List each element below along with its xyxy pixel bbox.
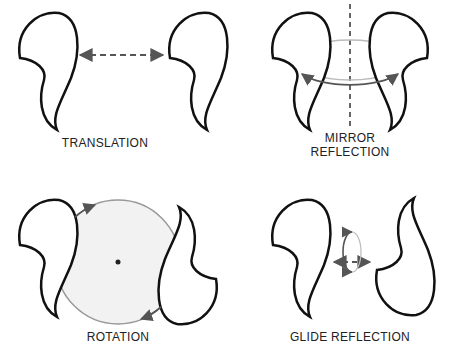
operation-label: TRANSLATION <box>30 136 180 150</box>
mirror-line <box>349 4 351 126</box>
translation-figure <box>19 13 227 130</box>
mirror-arc-arrow <box>302 74 398 85</box>
glide-arrow <box>334 261 370 263</box>
caption-label-box: MIRROR REFLECTION <box>302 131 398 159</box>
operation-label: MIRROR REFLECTION <box>302 131 398 159</box>
caption-label-box: ROTATION <box>43 330 193 344</box>
rotation-figure <box>19 200 216 325</box>
rotation-center <box>116 260 121 265</box>
operation-label: GLIDE REFLECTION <box>270 330 430 344</box>
glide-flip-arrow <box>343 232 352 272</box>
caption-label-box: GLIDE REFLECTION <box>270 330 430 344</box>
mirror-figure <box>272 13 427 130</box>
caption-label-box: TRANSLATION <box>30 136 180 150</box>
rotation-arrow <box>141 307 161 319</box>
translation-arrow <box>80 54 163 56</box>
glide-figure <box>272 198 434 317</box>
rotation-arrow <box>75 205 95 217</box>
glide-flip-ellipse <box>352 232 361 272</box>
operation-label: ROTATION <box>43 330 193 344</box>
